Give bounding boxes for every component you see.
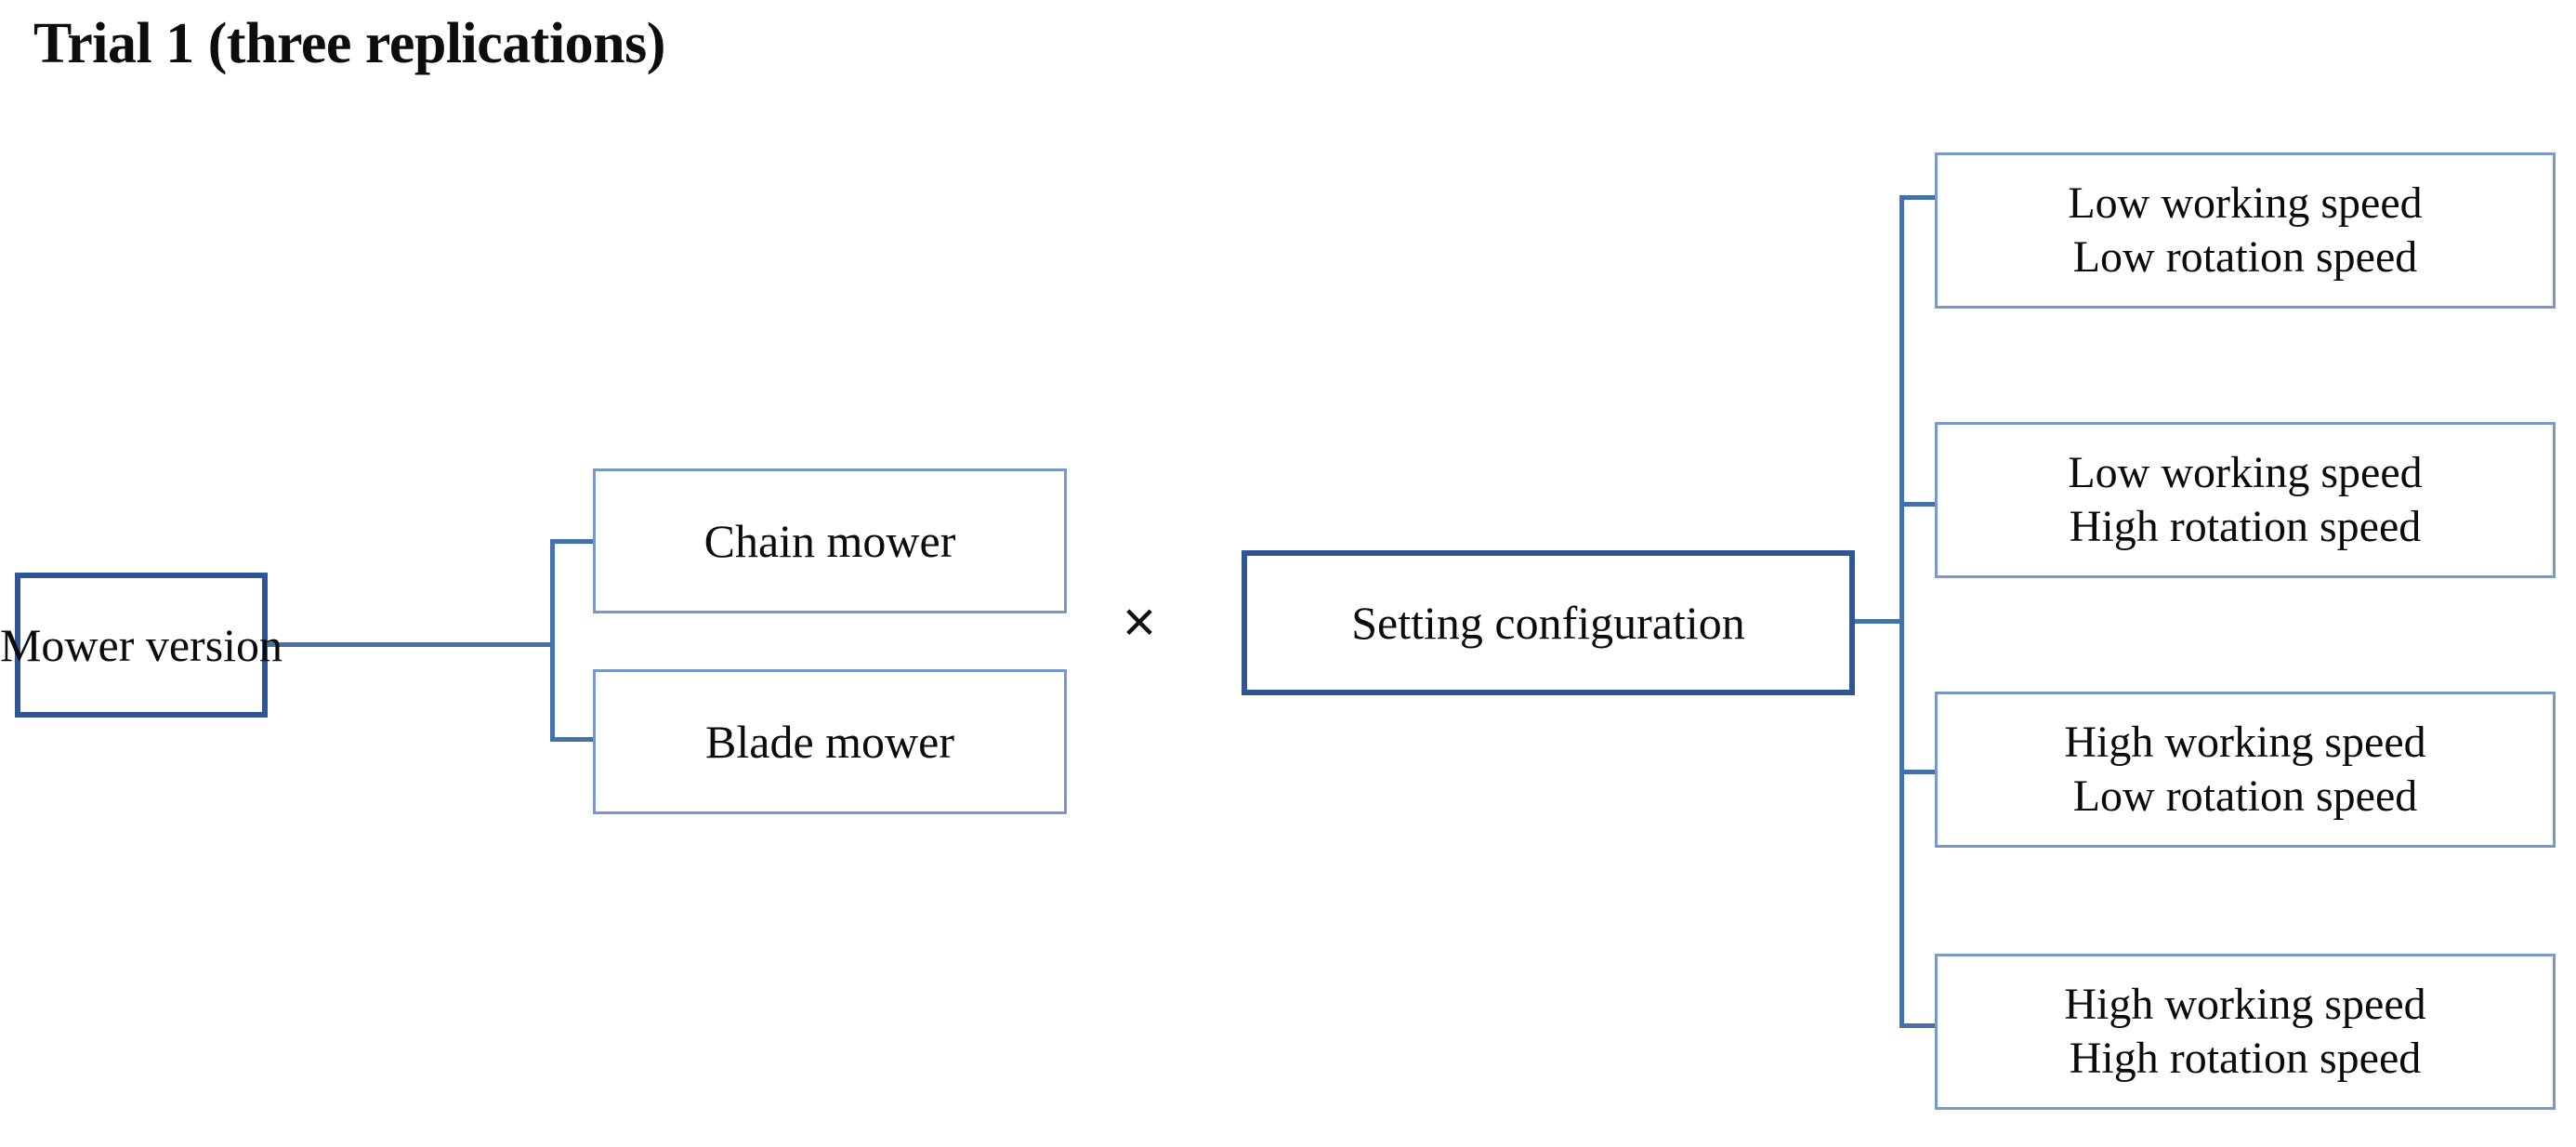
node-setting-1: Low working speed Low rotation speed (1935, 152, 2556, 309)
node-mower-version: Mower version (0, 573, 283, 718)
node-setting-4: High working speed High rotation speed (1935, 954, 2556, 1110)
node-setting-2-line1: Low working speed (2068, 448, 2423, 498)
node-setting-1-line2: Low rotation speed (2072, 232, 2418, 282)
node-mower-version-label: Mower version (0, 619, 283, 671)
node-setting-1-line1: Low working speed (2068, 178, 2423, 229)
node-setting-configuration: Setting configuration (1242, 550, 1855, 695)
connector-arm-setting-3 (1899, 770, 1939, 774)
connector-arm-setting-1 (1899, 195, 1939, 200)
node-setting-4-line1: High working speed (2064, 980, 2426, 1030)
node-chain-mower: Chain mower (593, 468, 1067, 613)
node-setting-2: Low working speed High rotation speed (1935, 422, 2556, 578)
node-chain-mower-label: Chain mower (703, 515, 956, 567)
connector-arm-chain-mower (550, 539, 597, 544)
connector-mower-version-spine (550, 539, 555, 742)
node-setting-3-line1: High working speed (2064, 718, 2426, 768)
node-blade-mower-label: Blade mower (705, 716, 954, 768)
page-title: Trial 1 (three replications) (33, 12, 665, 75)
node-blade-mower: Blade mower (593, 669, 1067, 814)
connector-arm-blade-mower (550, 737, 597, 742)
connector-setting-configuration-spine (1899, 195, 1904, 1028)
connector-arm-setting-2 (1899, 502, 1939, 507)
node-setting-configuration-label: Setting configuration (1351, 597, 1745, 649)
connector-arm-setting-4 (1899, 1023, 1939, 1028)
node-setting-4-line2: High rotation speed (2069, 1034, 2422, 1083)
node-setting-3-line2: Low rotation speed (2072, 771, 2418, 821)
multiply-icon: × (1122, 590, 1157, 654)
node-setting-3: High working speed Low rotation speed (1935, 692, 2556, 848)
connector-mower-version-stub (264, 642, 554, 647)
connector-setting-configuration-stub (1851, 619, 1903, 624)
node-setting-2-line2: High rotation speed (2069, 502, 2422, 551)
